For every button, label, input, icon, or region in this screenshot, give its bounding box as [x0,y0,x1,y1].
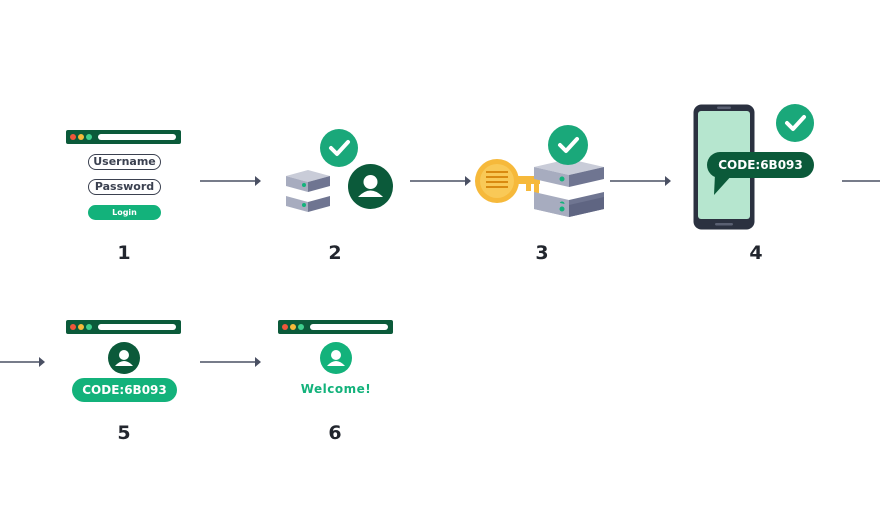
code-input-field[interactable]: CODE:6B093 [72,378,177,402]
step-number-2: 2 [328,242,342,264]
check-badge-icon [320,129,358,167]
address-bar [98,324,176,330]
step-number-4: 4 [749,242,763,264]
message-bubble-icon [707,152,814,195]
sms-code-text: CODE:6B093 [718,158,803,172]
arrow-2-to-3-icon [410,176,471,186]
address-bar [98,134,176,140]
arrow-1-to-2-icon [200,176,261,186]
user-avatar-icon [348,164,393,209]
arrow-into-5-icon [0,357,45,367]
server-rack-icon [534,159,604,217]
window-dot-red-icon [70,134,76,140]
password-field[interactable]: Password [88,179,161,195]
login-button[interactable]: Login [88,205,161,220]
address-bar [310,324,388,330]
window-dot-red-icon [70,324,76,330]
step-number-5: 5 [117,422,131,444]
window-dot-yellow-icon [290,324,296,330]
server-stack-icon [286,170,330,212]
step-number-1: 1 [117,242,131,264]
browser-bar-step-5 [66,320,181,334]
arrow-3-to-4-icon [610,176,671,186]
key-icon [475,159,540,203]
window-dot-green-icon [298,324,304,330]
username-field[interactable]: Username [88,154,161,170]
window-dot-yellow-icon [78,324,84,330]
window-dot-green-icon [86,324,92,330]
arrow-continue-right-icon [842,180,880,182]
welcome-message: Welcome! [300,382,372,396]
user-avatar-icon [108,342,140,374]
step-number-3: 3 [535,242,549,264]
step-number-6: 6 [328,422,342,444]
window-dot-green-icon [86,134,92,140]
arrow-5-to-6-icon [200,357,261,367]
browser-bar-step-6 [278,320,393,334]
window-dot-yellow-icon [78,134,84,140]
window-dot-red-icon [282,324,288,330]
browser-bar-step-1 [66,130,181,144]
check-badge-icon [548,125,588,165]
user-avatar-icon [320,342,352,374]
check-badge-icon [776,104,814,142]
